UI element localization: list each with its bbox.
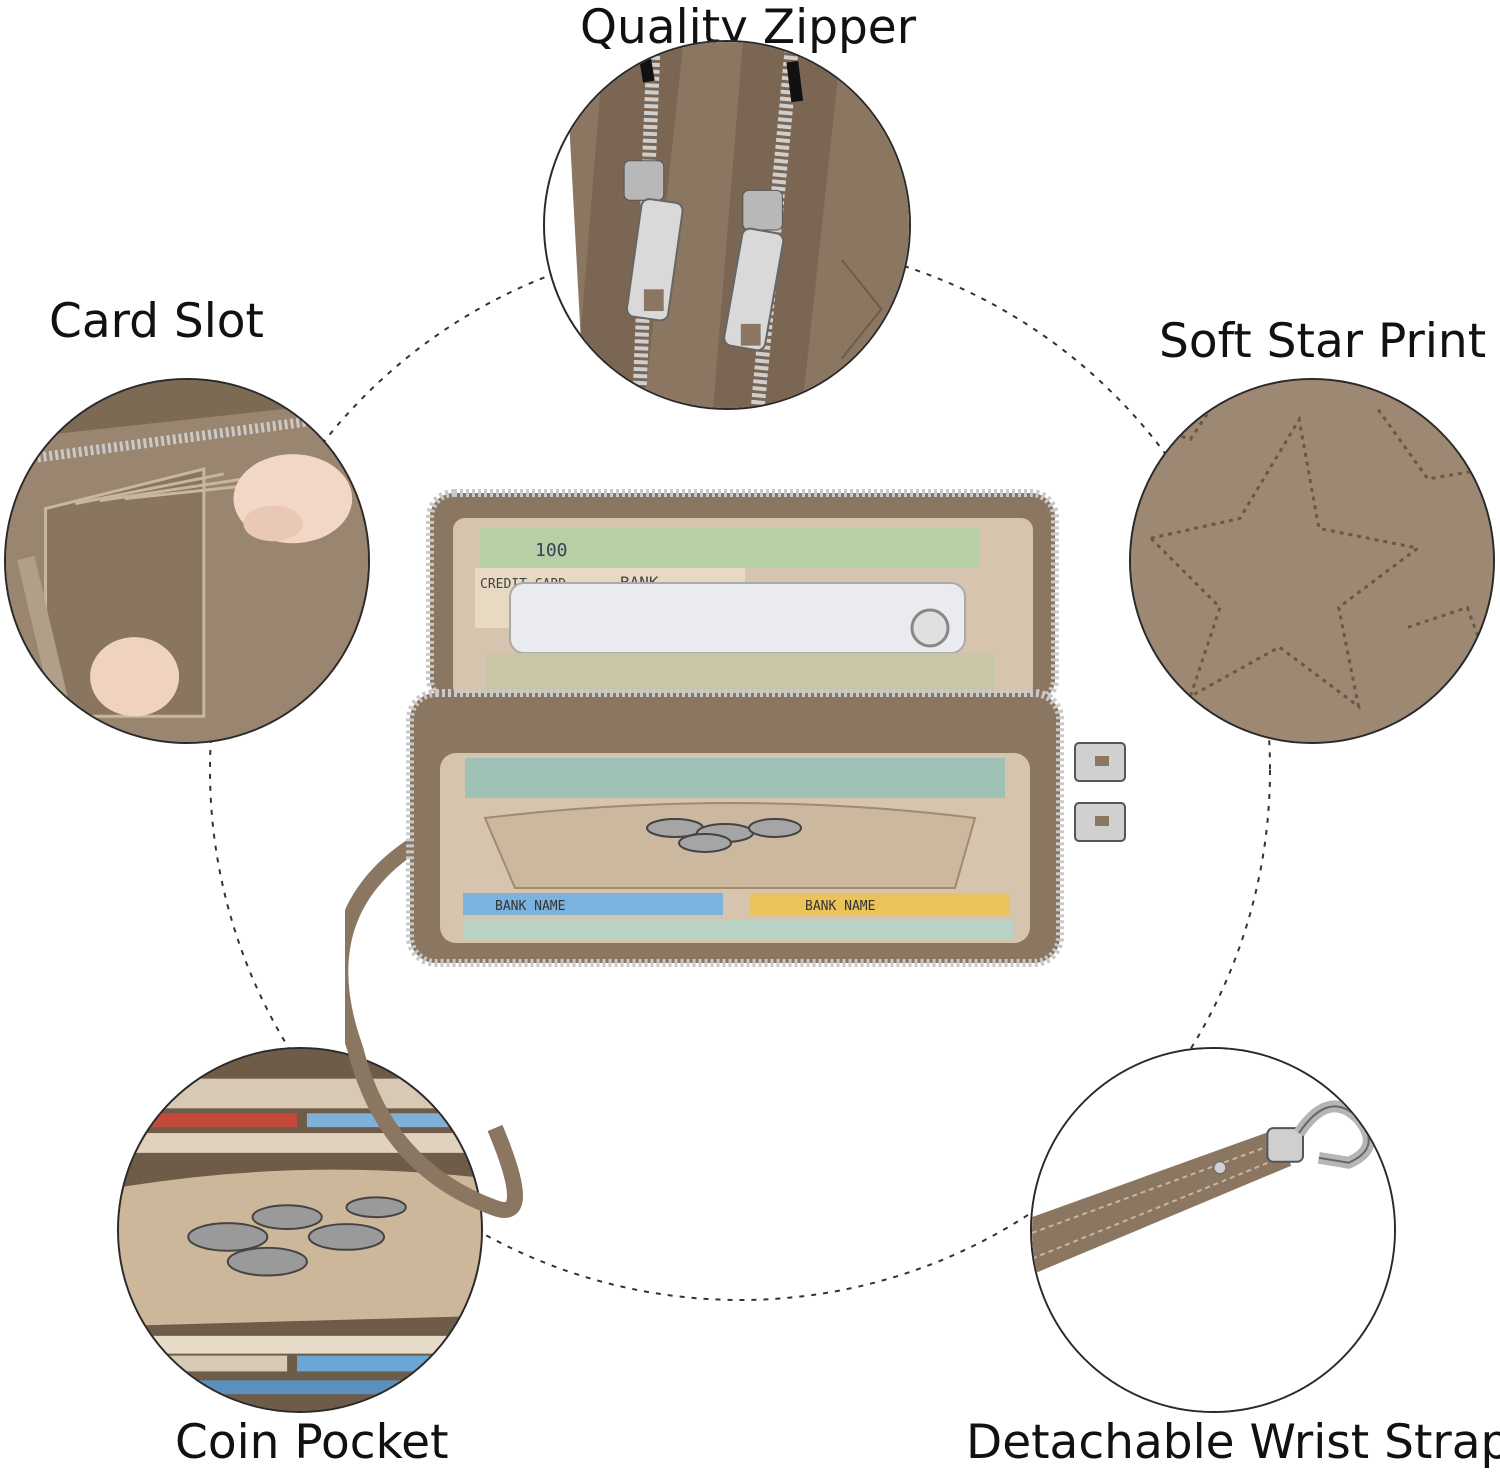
clip-icon xyxy=(1032,1049,1394,1411)
bank-name-right: BANK NAME xyxy=(805,899,875,914)
bank-name-left: BANK NAME xyxy=(495,899,565,914)
zipper-pull-icon xyxy=(545,42,909,408)
card-slot-image xyxy=(6,380,368,742)
label-detachable-wrist-strap: Detachable Wrist Strap xyxy=(966,1415,1500,1470)
zipper-detail-circle xyxy=(543,40,911,410)
star-stitch-icon xyxy=(1131,380,1493,742)
wallet-main-image: 100 CREDIT CARD BANK BANK NAME BANK NAME xyxy=(345,488,1145,1228)
coin-pocket-image xyxy=(119,1049,481,1411)
label-coin-pocket: Coin Pocket xyxy=(175,1415,449,1470)
bill-print: 100 xyxy=(535,540,568,561)
coin-pocket-detail-circle xyxy=(117,1047,483,1413)
label-soft-star-print: Soft Star Print xyxy=(1159,314,1487,369)
star-print-detail-circle xyxy=(1129,378,1495,744)
card-slot-detail-circle xyxy=(4,378,370,744)
wrist-strap-detail-circle xyxy=(1030,1047,1396,1413)
label-card-slot: Card Slot xyxy=(49,294,264,349)
